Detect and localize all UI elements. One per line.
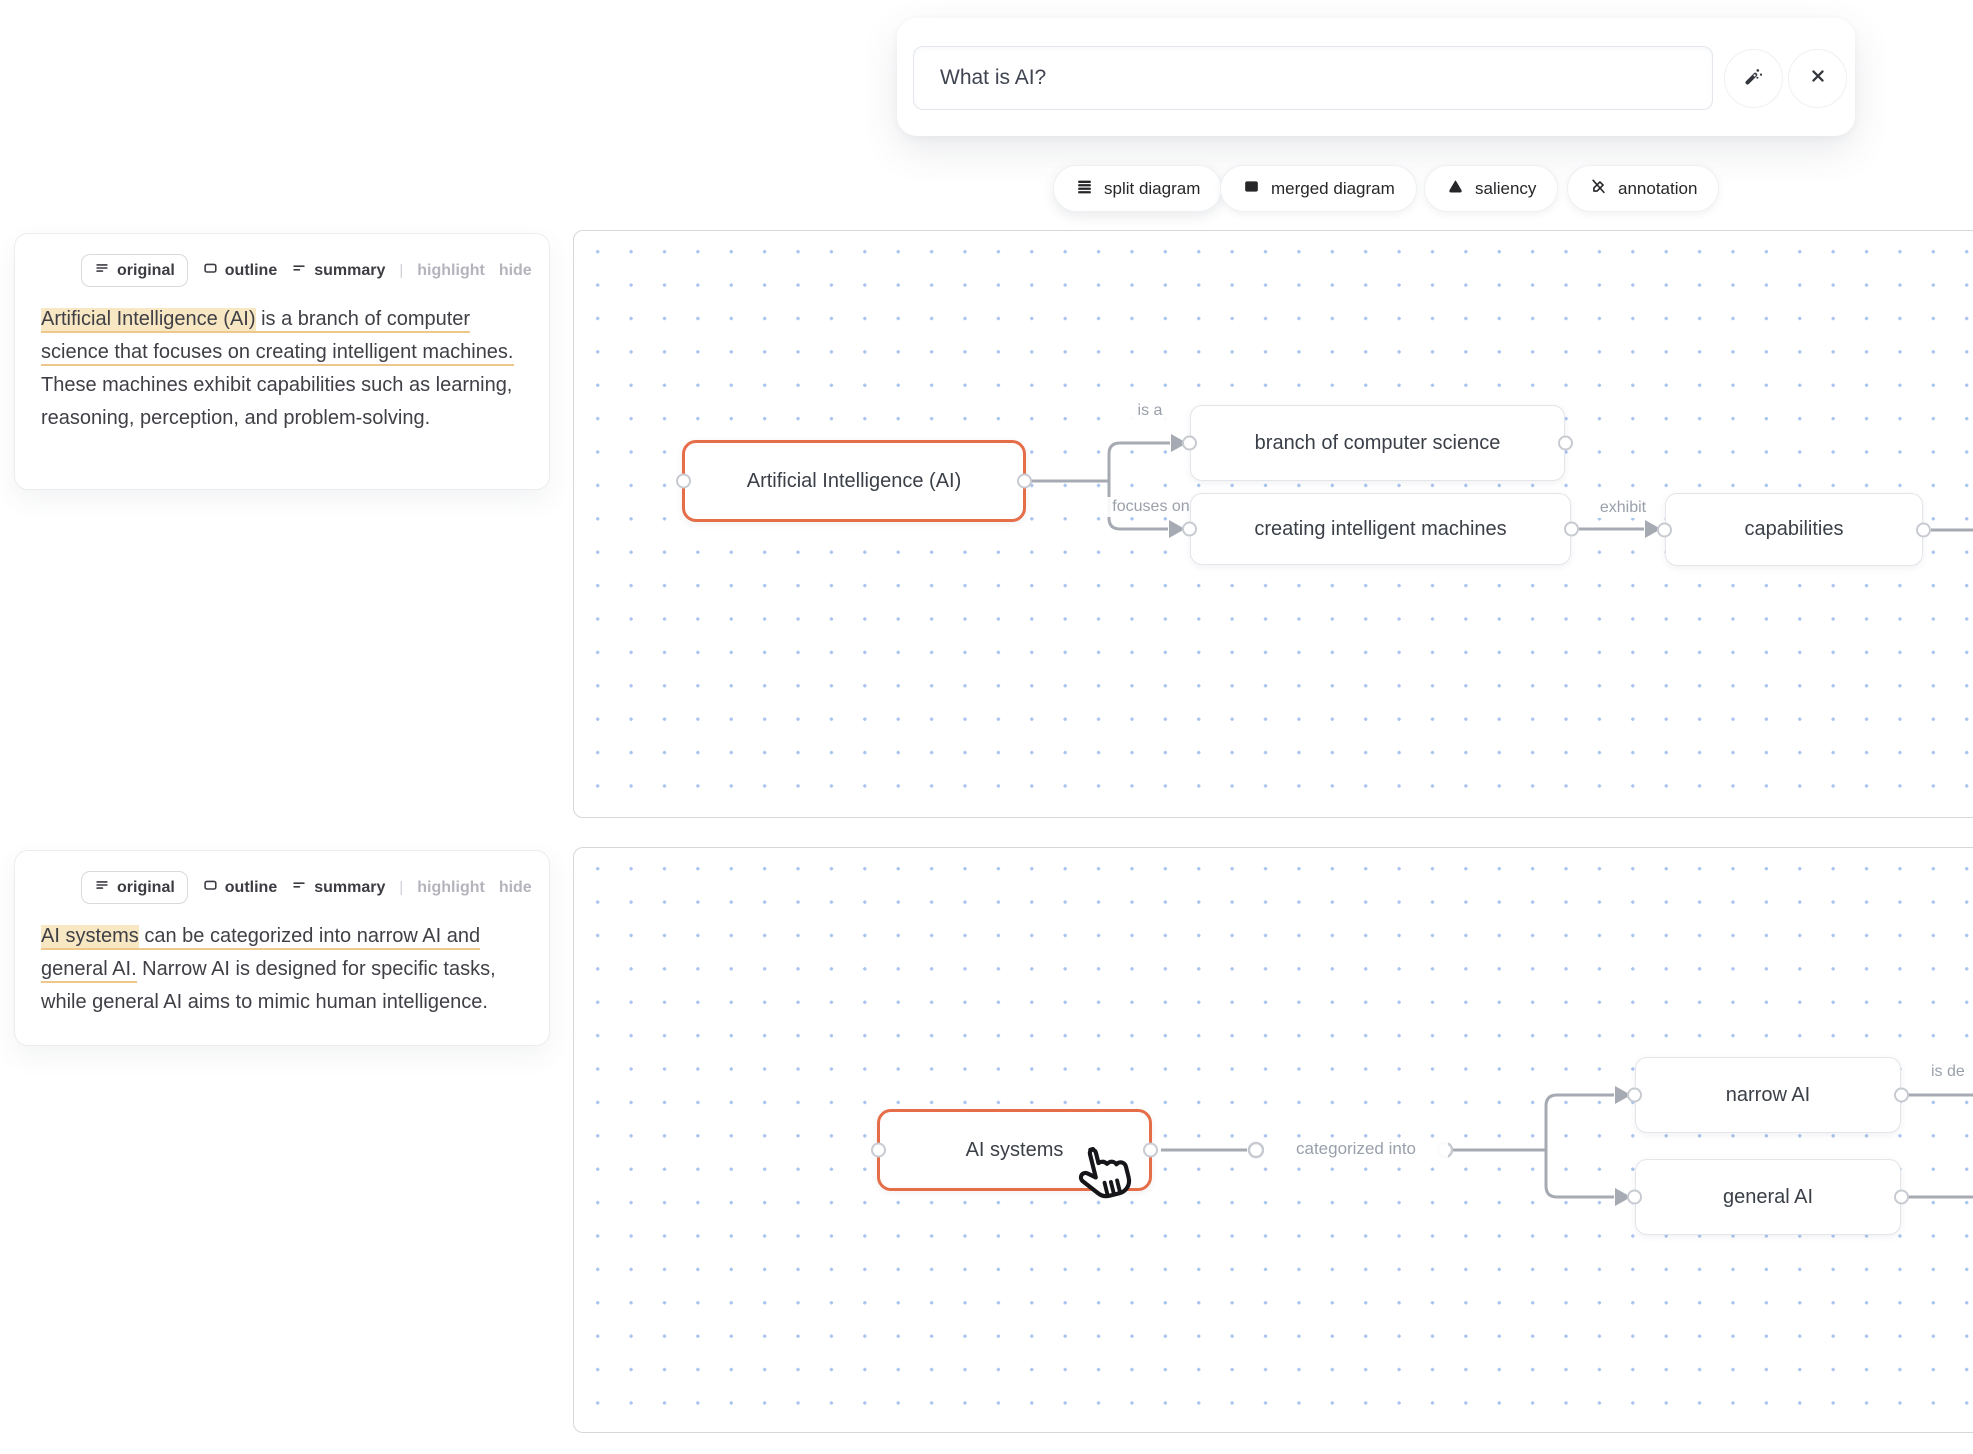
tab-highlight[interactable]: highlight [417, 878, 485, 896]
plain-text: Narrow AI is designed for specific tasks… [41, 958, 496, 1013]
node-capabilities[interactable]: capabilities [1657, 493, 1931, 566]
equals-lines-icon [291, 260, 307, 281]
node-connector-left[interactable] [1657, 522, 1672, 537]
edge-label: focuses on [1094, 497, 1208, 517]
source-panel-1: original outline summary | highlight hid… [14, 233, 550, 490]
edge-label: exhibit [1576, 498, 1670, 518]
tab-summary[interactable]: summary [291, 877, 385, 898]
edge-label-clipped: is de [1926, 1062, 1973, 1082]
edge-label: categorized into [1264, 1138, 1448, 1160]
tab-separator: | [399, 262, 404, 279]
node-creating-intelligent-machines[interactable]: creating intelligent machines [1182, 493, 1579, 565]
edge-label: is a [1117, 401, 1183, 421]
node-artificial-intelligence[interactable]: Artificial Intelligence (AI) [676, 440, 1032, 522]
chip-annotation[interactable]: annotation [1567, 165, 1720, 212]
diagram-canvas-2[interactable]: categorized into is de AI systems narrow… [573, 847, 1973, 1433]
chip-label: merged diagram [1271, 178, 1395, 198]
pen-slash-icon [1589, 177, 1608, 201]
highlighted-phrase: AI systems [41, 925, 139, 950]
tab-outline[interactable]: outline [202, 260, 277, 281]
chip-saliency[interactable]: saliency [1424, 165, 1559, 212]
edges-layer [1026, 434, 1973, 538]
text-lines-icon [94, 877, 110, 898]
tab-separator: | [399, 879, 404, 896]
highlighted-phrase: Artificial Intelligence (AI) [41, 308, 256, 333]
grab-cursor-icon [1070, 1140, 1138, 1217]
source-text: AI systems can be categorized into narro… [41, 920, 523, 1019]
node-branch-of-computer-science[interactable]: branch of computer science [1182, 405, 1573, 481]
close-icon [1807, 65, 1829, 92]
rect-outline-icon [202, 877, 218, 898]
chip-label: annotation [1618, 178, 1698, 198]
panel-tabs: original outline summary | highlight hid… [81, 871, 532, 904]
node-general-ai[interactable]: general AI [1627, 1159, 1909, 1235]
node-connector-right[interactable] [1916, 522, 1931, 537]
node-connector-left[interactable] [1627, 1189, 1642, 1205]
tab-original[interactable]: original [81, 254, 188, 287]
solid-rect-icon [1242, 177, 1261, 201]
plain-text: These machines exhibit capabilities such… [41, 374, 513, 429]
underlined-phrase: can be categorized into narrow AI and ge… [41, 925, 481, 983]
chip-label: split diagram [1104, 178, 1201, 198]
node-narrow-ai[interactable]: narrow AI [1627, 1057, 1909, 1133]
close-button[interactable] [1788, 49, 1847, 108]
diagram-canvas-1[interactable]: is a focuses on exhibit Artificial Intel… [573, 230, 1973, 818]
node-connector-left[interactable] [676, 473, 691, 489]
rect-outline-icon [202, 260, 218, 281]
rows-icon [1075, 177, 1094, 201]
tab-outline[interactable]: outline [202, 877, 277, 898]
node-connector-left[interactable] [1627, 1087, 1642, 1103]
node-connector-right[interactable] [1894, 1087, 1909, 1103]
magic-wand-button[interactable] [1724, 49, 1783, 108]
equals-lines-icon [291, 877, 307, 898]
underlined-phrase: is a branch of computer science that foc… [41, 308, 514, 366]
query-input[interactable] [913, 46, 1713, 110]
edges-layer [1161, 1086, 1973, 1206]
source-panel-2: original outline summary | highlight hid… [14, 850, 550, 1046]
chip-merged-diagram[interactable]: merged diagram [1220, 165, 1417, 212]
node-connector-left[interactable] [871, 1142, 886, 1158]
node-connector-right[interactable] [1017, 473, 1032, 489]
magic-wand-icon [1742, 64, 1766, 93]
node-connector-right[interactable] [1564, 521, 1579, 537]
node-connector-right[interactable] [1558, 435, 1573, 451]
source-text: Artificial Intelligence (AI) is a branch… [41, 303, 523, 435]
tab-hide[interactable]: hide [498, 878, 532, 896]
chip-label: saliency [1475, 178, 1537, 198]
tab-hide[interactable]: hide [498, 261, 532, 279]
node-connector-right[interactable] [1894, 1189, 1909, 1205]
node-connector-left[interactable] [1182, 435, 1197, 451]
text-lines-icon [94, 260, 110, 281]
node-connector-left[interactable] [1182, 521, 1197, 537]
panel-tabs: original outline summary | highlight hid… [81, 254, 532, 287]
tab-summary[interactable]: summary [291, 260, 385, 281]
triangle-icon [1446, 177, 1465, 201]
chip-split-diagram[interactable]: split diagram [1053, 165, 1223, 212]
tab-original[interactable]: original [81, 871, 188, 904]
tab-highlight[interactable]: highlight [417, 261, 485, 279]
query-card [897, 18, 1855, 136]
node-connector-right[interactable] [1143, 1142, 1158, 1158]
